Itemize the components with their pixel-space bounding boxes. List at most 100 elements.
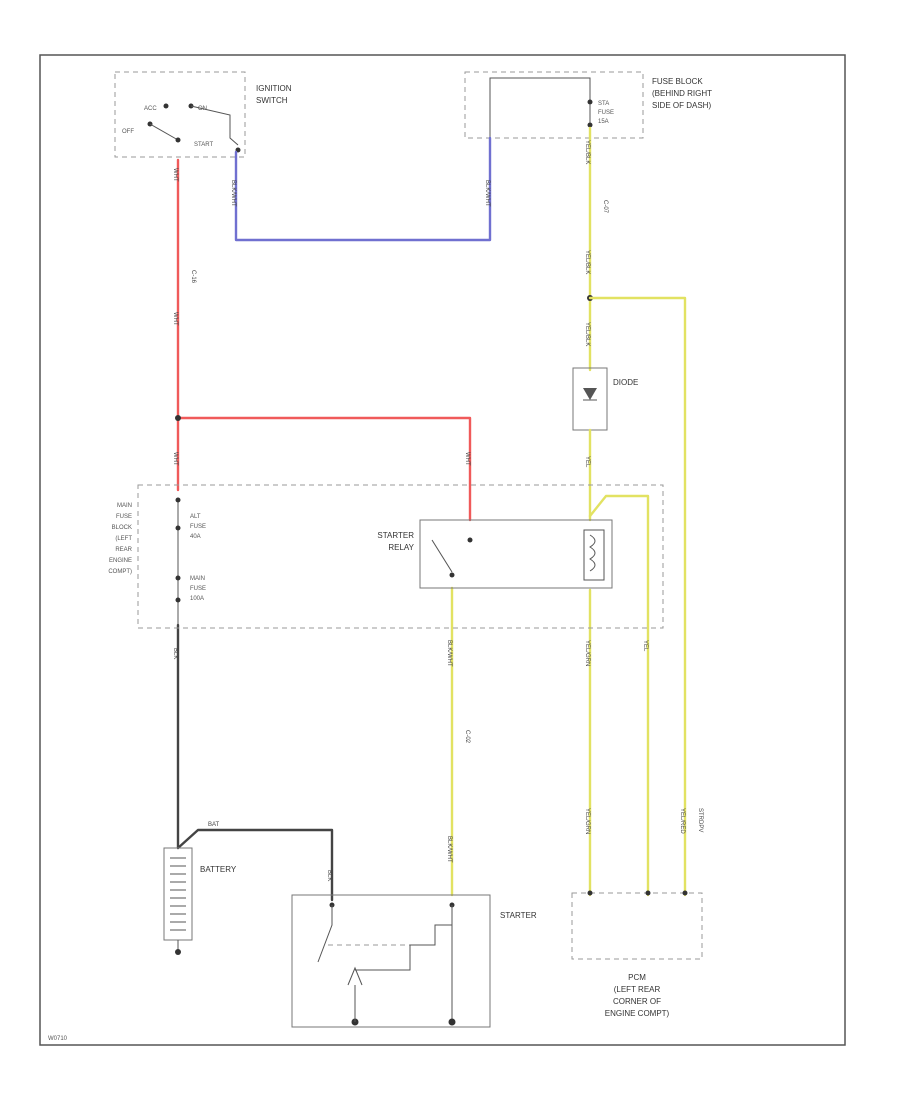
ignition-position-off: OFF xyxy=(122,129,134,135)
wire-yellow-red-to-pcm xyxy=(588,296,687,897)
pcm-pin-yel xyxy=(645,890,651,896)
alt-fuse-label-line1: ALT xyxy=(190,514,201,520)
connector-pcm-pin: STRDPV xyxy=(697,808,703,832)
sta-fuse-label-line2: FUSE xyxy=(598,110,614,116)
pcm-label-line2: (LEFT REAR xyxy=(614,985,661,994)
alt-fuse-label-line2: FUSE xyxy=(190,524,206,530)
wire-label-pcm-yel-grn: YEL/GRN xyxy=(584,808,590,834)
wire-label-starter-in: BLK/WHT xyxy=(446,836,452,863)
main-fuse-bottom-terminal xyxy=(175,597,181,603)
diode: DIODE xyxy=(572,367,638,431)
wire-label-relay-in: WHT xyxy=(464,452,470,466)
starter-relay-label-line1: STARTER xyxy=(377,531,414,540)
pcm: PCM (LEFT REAR CORNER OF ENGINE COMPT) xyxy=(571,890,703,1018)
sta-fuse-bottom-terminal xyxy=(587,122,593,128)
main-fuse-block-label-line1: MAIN xyxy=(117,503,132,509)
pcm-pin-yel-grn xyxy=(587,890,593,896)
relay-contact-in xyxy=(467,537,473,543)
wire-red-to-relay xyxy=(176,416,472,522)
starter-motor-symbol xyxy=(347,966,363,986)
relay-coil-winding xyxy=(589,534,596,572)
wire-label-yel-blk-1: YEL/BLK xyxy=(584,250,590,274)
starter-solenoid-switch xyxy=(317,905,333,963)
connector-c2: C-07 xyxy=(602,200,608,214)
wire-label-yel-blk-2: YEL/BLK xyxy=(584,322,590,346)
starter-ground-icon-right xyxy=(448,1018,456,1026)
fuse-block-dash-label-line1: FUSE BLOCK xyxy=(652,77,703,86)
ignition-switch-outline xyxy=(114,71,246,158)
main-fuse-block-label-line6: ENGINE xyxy=(109,558,132,564)
diode-symbol xyxy=(583,388,597,400)
diode-label: DIODE xyxy=(613,378,638,387)
fuse-block-internal-bus xyxy=(489,77,591,138)
battery-label: BATTERY xyxy=(200,865,237,874)
ignition-position-acc: ACC xyxy=(144,106,157,112)
main-fuse-block-label-line4: (LEFT xyxy=(115,536,132,542)
sta-fuse-label-line3: 15A xyxy=(598,119,609,125)
relay-coil-frame xyxy=(583,529,605,581)
ignition-switch-internal xyxy=(190,105,239,146)
connector-c3: C-02 xyxy=(464,730,470,744)
alt-fuse-top-terminal xyxy=(175,497,181,503)
starter-body xyxy=(291,894,491,1028)
starter-relay-label-line2: RELAY xyxy=(388,543,414,552)
wire-label-ign-to-fuse: BLK/WHT xyxy=(230,180,236,207)
wire-label-red-low: WHT xyxy=(172,452,178,466)
ignition-switch-arm xyxy=(149,123,179,141)
ignition-switch: IGNITION SWITCH ACC ON OFF START xyxy=(114,71,292,158)
main-fuse-block: MAIN FUSE BLOCK (LEFT REAR ENGINE COMPT)… xyxy=(108,484,664,629)
wire-label-relay-to-starter: BLK/WHT xyxy=(446,640,452,667)
red-splice xyxy=(175,415,181,421)
main-fuse-block-label-line2: FUSE xyxy=(116,514,132,520)
fuse-block-dash-outline xyxy=(464,71,644,139)
fuse-block-dash-label-line3: SIDE OF DASH) xyxy=(652,101,711,110)
wire-label-red-mid: WHT xyxy=(172,312,178,326)
sta-fuse-top-terminal xyxy=(587,99,593,105)
ignition-position-start: START xyxy=(194,142,213,148)
ignition-switch-label-line2: SWITCH xyxy=(256,96,288,105)
main-fuse-block-outline xyxy=(137,484,664,629)
starter-relay-body xyxy=(419,519,613,589)
battery-case xyxy=(163,847,193,941)
fuse-block-dash-label-line2: (BEHIND RIGHT xyxy=(652,89,712,98)
wire-label-pcm-yel: YEL xyxy=(642,640,648,652)
pcm-label-line1: PCM xyxy=(628,973,646,982)
wire-label-relay-coil-out: YEL/GRN xyxy=(584,640,590,666)
pcm-pin-yel-red xyxy=(682,890,688,896)
connector-c1: C-16 xyxy=(190,270,196,284)
wire-label-fuse-out: YEL/BLK xyxy=(584,140,590,164)
wire-blue-ignition-to-fuse xyxy=(234,136,492,242)
main-fuse-block-label-line7: COMPT) xyxy=(108,569,132,575)
diagram-frame xyxy=(39,54,846,1046)
wire-label-fuse-stub: BLK/WHT xyxy=(484,180,490,207)
main-fuse-top-terminal xyxy=(175,575,181,581)
wire-label-red-top: WHT xyxy=(172,168,178,182)
wire-label-main-fuse-out: BLK xyxy=(172,648,178,659)
fuse-block-dash: FUSE BLOCK (BEHIND RIGHT SIDE OF DASH) S… xyxy=(464,71,712,139)
alt-fuse-label-line3: 40A xyxy=(190,534,201,540)
pcm-label-line4: ENGINE COMPT) xyxy=(605,1009,670,1018)
pcm-outline xyxy=(571,892,703,960)
starter-coil-path xyxy=(355,905,453,971)
starter: STARTER xyxy=(291,894,537,1028)
footer-code: W0710 xyxy=(48,1036,68,1042)
main-fuse-label-line2: FUSE xyxy=(190,586,206,592)
battery-ground-icon xyxy=(175,949,181,955)
main-fuse-block-label-line3: BLOCK xyxy=(112,525,132,531)
starter-label: STARTER xyxy=(500,911,537,920)
wire-label-pcm-yel-red: YEL/RED xyxy=(679,808,685,834)
wire-label-starter-cable: BLK xyxy=(326,870,332,881)
main-fuse-label-line1: MAIN xyxy=(190,576,205,582)
ignition-pivot xyxy=(175,137,181,143)
pcm-label-line3: CORNER OF xyxy=(613,997,661,1006)
wire-label-bat-pos: BAT xyxy=(208,822,220,828)
relay-contact-out xyxy=(449,572,455,578)
alt-fuse-bottom-terminal xyxy=(175,525,181,531)
relay-switch-arm xyxy=(431,539,453,573)
battery-cells xyxy=(170,857,186,931)
wire-black-battery-to-starter xyxy=(176,828,334,902)
wire-label-diode-out: YEL xyxy=(584,456,590,468)
wire-yellow-relay-to-pcm xyxy=(588,494,650,897)
ignition-switch-label-line1: IGNITION xyxy=(256,84,292,93)
